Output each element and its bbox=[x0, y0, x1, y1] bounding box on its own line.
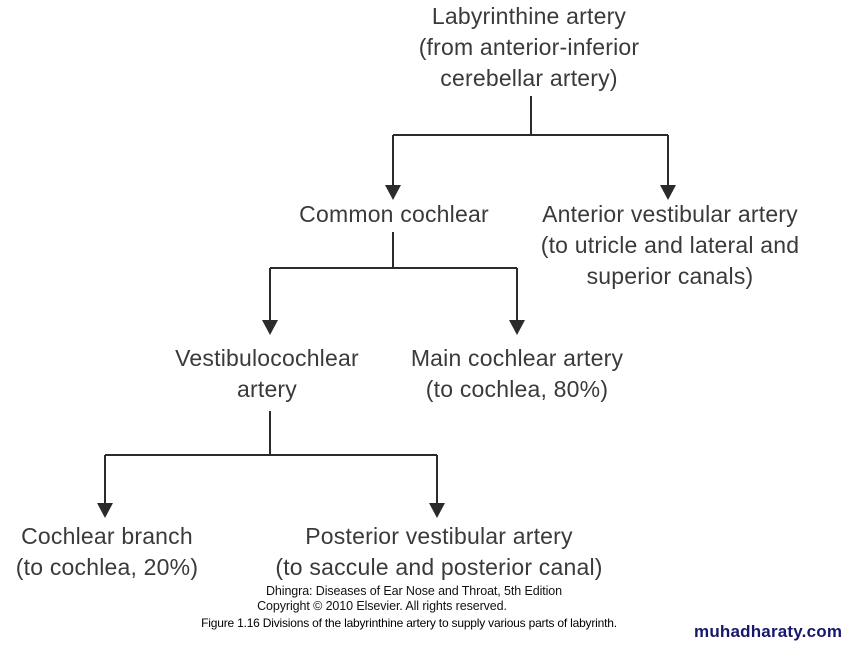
figure-caption: Figure 1.16 Divisions of the labyrinthin… bbox=[201, 616, 617, 630]
node-posterior-vestibular-artery: Posterior vestibular artery (to saccule … bbox=[261, 521, 617, 583]
source-attribution-line1: Dhingra: Diseases of Ear Nose and Throat… bbox=[265, 584, 563, 598]
node-line: Main cochlear artery bbox=[410, 345, 624, 371]
connector-tier1 bbox=[392, 96, 669, 186]
copyright-line: Copyright © 2010 Elsevier. All rights re… bbox=[257, 599, 507, 613]
arrowhead-icon bbox=[509, 320, 525, 335]
arrowhead-icon bbox=[385, 185, 401, 200]
node-line: (from anterior-inferior bbox=[418, 34, 640, 60]
node-line: Vestibulocochlear bbox=[175, 345, 359, 371]
node-line: Labyrinthine artery bbox=[431, 3, 627, 29]
node-line: (to cochlea, 80%) bbox=[425, 376, 609, 402]
arrowhead-icon bbox=[262, 320, 278, 335]
arrowhead-icon bbox=[429, 503, 445, 518]
arrowhead-icon bbox=[660, 185, 676, 200]
node-line: (to utricle and lateral and bbox=[540, 232, 800, 258]
node-cochlear-branch: Cochlear branch (to cochlea, 20%) bbox=[0, 521, 220, 583]
node-line: Common cochlear bbox=[299, 201, 489, 227]
arrowhead-icon bbox=[97, 503, 113, 518]
node-main-cochlear-artery: Main cochlear artery (to cochlea, 80%) bbox=[387, 343, 647, 405]
node-line: Anterior vestibular artery bbox=[542, 201, 798, 227]
node-line: (to saccule and posterior canal) bbox=[275, 554, 603, 580]
node-common-cochlear: Common cochlear bbox=[264, 199, 524, 230]
watermark-muhadharaty: muhadharaty.com bbox=[694, 622, 843, 641]
node-line: Cochlear branch bbox=[21, 523, 193, 549]
node-labyrinthine-artery: Labyrinthine artery (from anterior-infer… bbox=[379, 1, 679, 94]
connector-tier2 bbox=[269, 232, 518, 321]
node-line: artery bbox=[237, 376, 297, 402]
node-line: Posterior vestibular artery bbox=[305, 523, 573, 549]
node-line: superior canals) bbox=[586, 263, 754, 289]
node-vestibulocochlear-artery: Vestibulocochlear artery bbox=[155, 343, 379, 405]
node-anterior-vestibular-artery: Anterior vestibular artery (to utricle a… bbox=[512, 199, 828, 292]
node-line: cerebellar artery) bbox=[440, 65, 618, 91]
connector-tier3 bbox=[104, 411, 438, 504]
node-line: (to cochlea, 20%) bbox=[15, 554, 199, 580]
